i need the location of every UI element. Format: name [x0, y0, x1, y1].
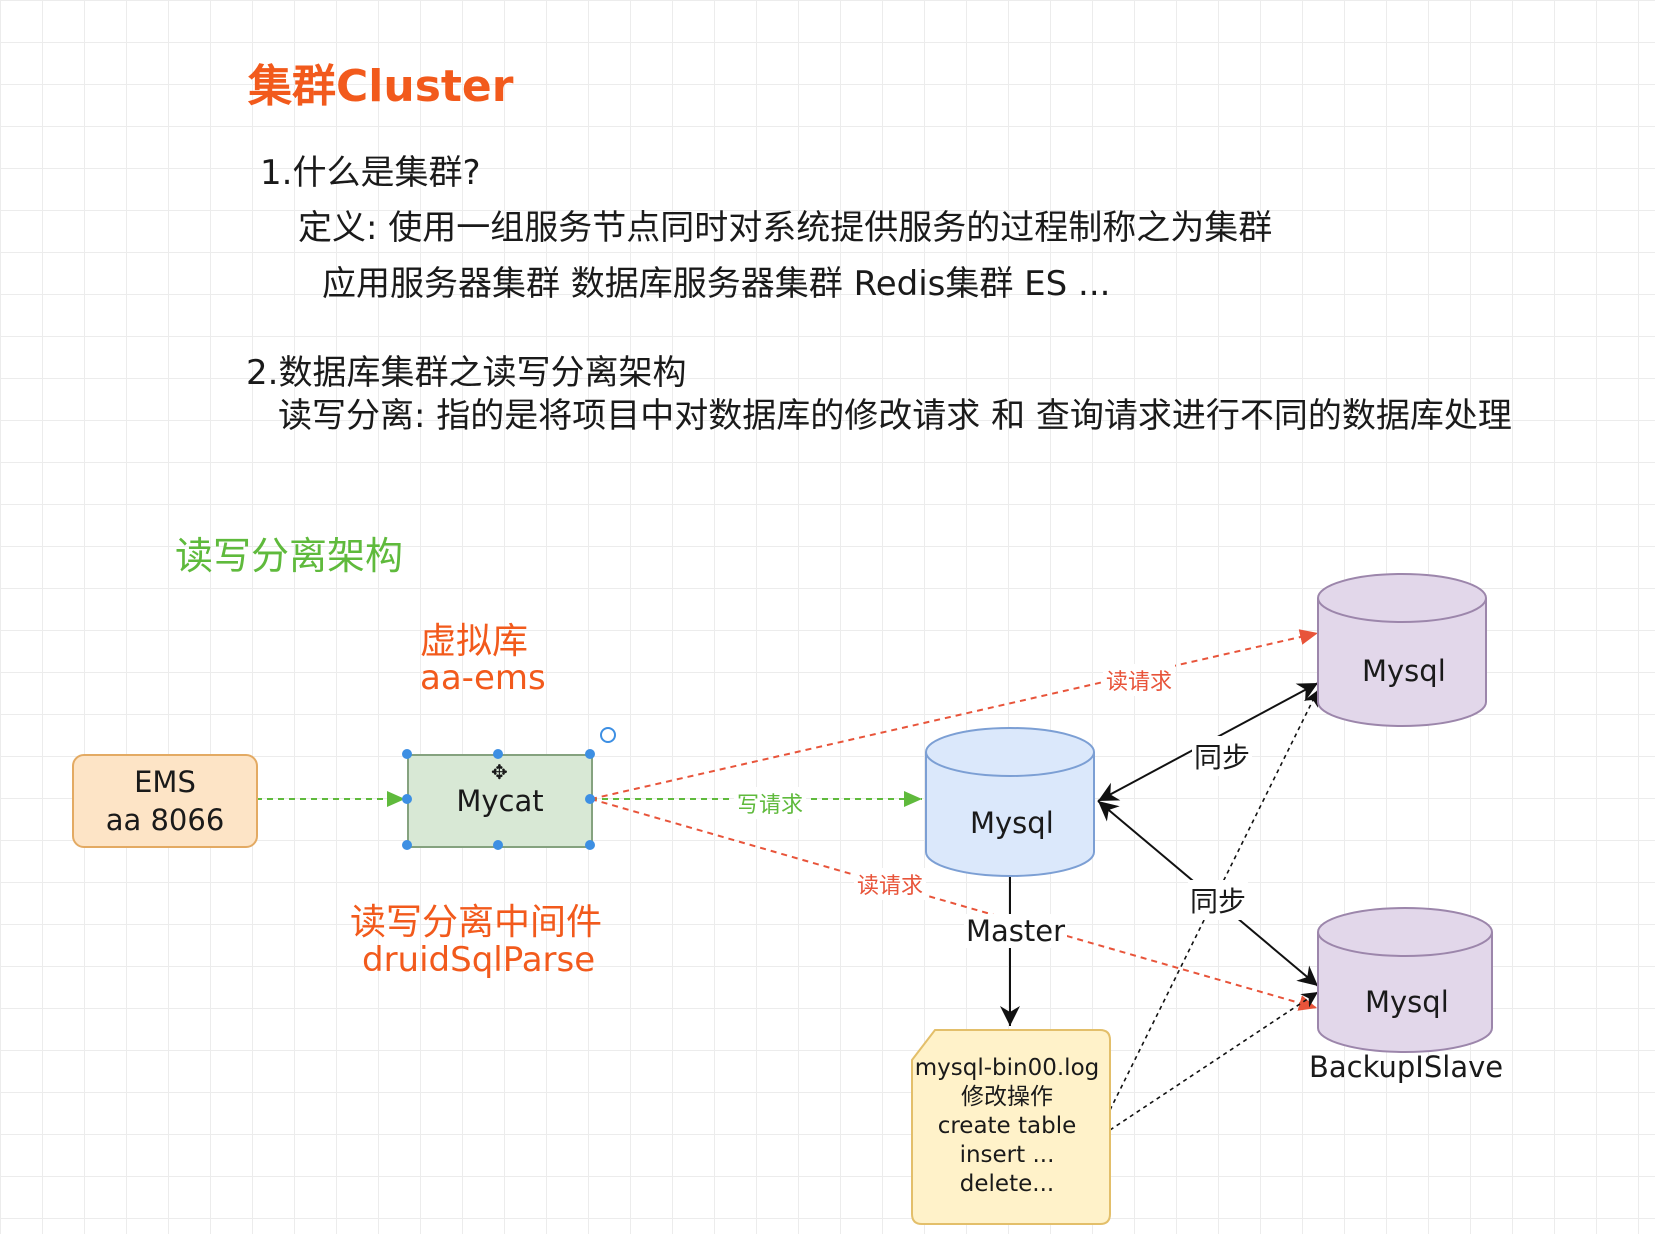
slave-bottom-db-cylinder	[1317, 907, 1493, 1053]
sync-top-label: 同步	[1192, 736, 1253, 776]
resize-handle[interactable]	[585, 840, 595, 850]
binlog-to-bottom-slave-edge	[1109, 991, 1319, 1131]
master-role-label: Master	[964, 914, 1068, 948]
question-2: 2.数据库集群之读写分离架构	[246, 353, 687, 393]
rotate-icon[interactable]	[600, 727, 616, 743]
middleware-name: druidSqlParse	[362, 940, 596, 980]
resize-handle[interactable]	[493, 749, 503, 759]
resize-handle[interactable]	[585, 749, 595, 759]
binlog-line4: insert ...	[959, 1141, 1055, 1168]
cluster-definition: 定义: 使用一组服务节点同时对系统提供服务的过程制称之为集群	[298, 208, 1273, 248]
resize-handle[interactable]	[402, 794, 412, 804]
virtual-db-name: aa-ems	[420, 658, 546, 698]
rw-definition: 读写分离: 指的是将项目中对数据库的修改请求 和 查询请求进行不同的数据库处理	[278, 396, 1512, 436]
slave-top-db-label: Mysql	[1362, 654, 1446, 688]
sync-bottom-label: 同步	[1188, 880, 1249, 920]
binlog-line3: create table	[937, 1112, 1077, 1139]
master-db-label: Mysql	[970, 806, 1054, 840]
binlog-line2: 修改操作	[961, 1083, 1053, 1110]
slave-bottom-role-label: BackupISlave	[1309, 1050, 1504, 1084]
cluster-types: 应用服务器集群 数据库服务器集群 Redis集群 ES ...	[322, 264, 1111, 304]
ems-line1: EMS	[134, 765, 196, 799]
binlog-line5: delete...	[959, 1170, 1055, 1197]
move-cursor-icon: ✥	[491, 760, 508, 784]
slave-top-db-cylinder	[1317, 573, 1487, 727]
ems-line2: aa 8066	[105, 803, 225, 837]
master-db-cylinder	[925, 727, 1095, 877]
resize-handle[interactable]	[585, 794, 595, 804]
binlog-line1: mysql-bin00.log	[914, 1054, 1100, 1081]
binlog-note-shape	[911, 1029, 1111, 1225]
middleware-label: 读写分离中间件	[350, 902, 603, 943]
resize-handle[interactable]	[493, 840, 503, 850]
write-request-label: 写请求	[734, 787, 807, 819]
ems-node[interactable]: EMS aa 8066	[72, 754, 258, 848]
resize-handle[interactable]	[402, 749, 412, 759]
read-request-top-edge	[590, 629, 1319, 800]
virtual-db-label: 虚拟库	[420, 621, 529, 662]
question-1: 1.什么是集群?	[260, 153, 481, 193]
page-title: 集群Cluster	[248, 61, 514, 112]
binlog-note[interactable]: mysql-bin00.log 修改操作 create table insert…	[908, 1028, 1106, 1224]
read-request-top-label: 读请求	[1103, 664, 1176, 696]
slave-bottom-db-label: Mysql	[1365, 985, 1449, 1019]
resize-handle[interactable]	[402, 840, 412, 850]
mycat-label: Mycat	[456, 784, 544, 818]
read-request-bottom-label: 读请求	[854, 868, 927, 900]
section-title: 读写分离架构	[175, 534, 404, 578]
